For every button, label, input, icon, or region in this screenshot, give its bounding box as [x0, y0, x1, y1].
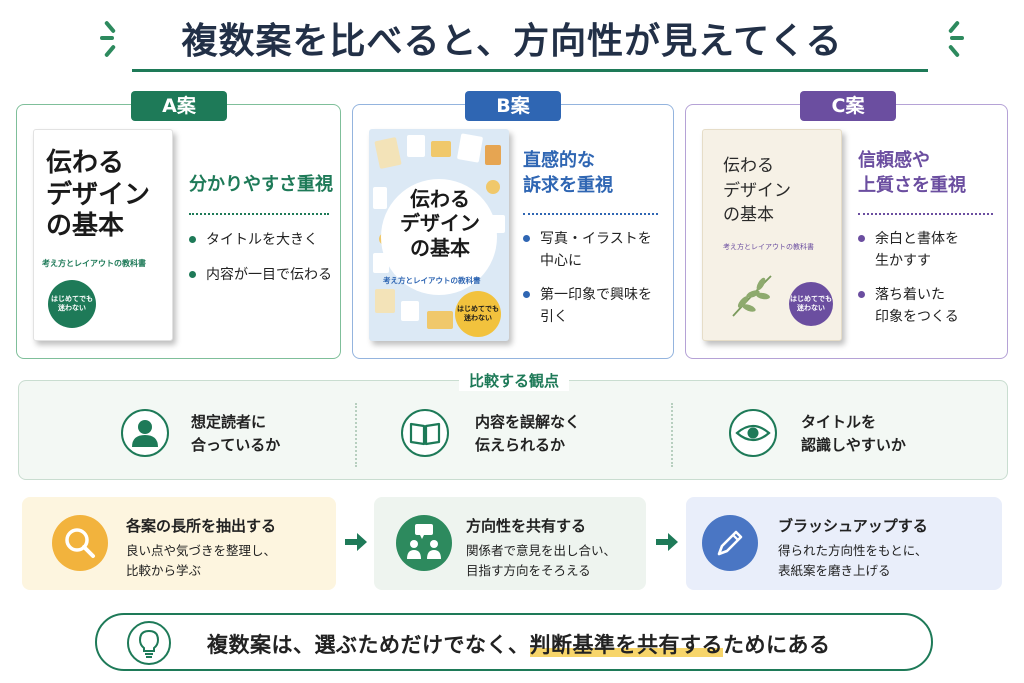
- person-icon: [121, 409, 169, 457]
- conclusion-text: 複数案は、選ぶためだけでなく、判断基準を共有するためにある: [207, 633, 831, 657]
- proposal-heading-c: 信頼感や 上質さを重視: [858, 150, 966, 196]
- proposal-label-c: C案: [800, 91, 896, 121]
- bullet-a-1: タイトルを大きく: [189, 230, 318, 252]
- book-badge-a: はじめてでも迷わない: [48, 280, 96, 328]
- book-badge-b: はじめてでも迷わない: [455, 291, 501, 337]
- book-cover-c: 伝わる デザイン の基本 考え方とレイアウトの教科書 はじめてでも迷わない: [702, 129, 842, 341]
- viewpoint-separator-1: [355, 403, 357, 467]
- book-subtitle-a: 考え方とレイアウトの教科書: [42, 259, 146, 268]
- book-subtitle-c: 考え方とレイアウトの教科書: [723, 243, 814, 251]
- arrow-right-icon-2: [656, 533, 678, 551]
- comparison-viewpoints: 比較する観点 想定読者に 合っているか 内容を誤解なく 伝えられるか タイトルを…: [18, 370, 1008, 480]
- viewpoint-separator-2: [671, 403, 673, 467]
- book-badge-c: はじめてでも迷わない: [789, 282, 833, 326]
- sparkle-right-2: [950, 36, 964, 40]
- bullet-b-1: 写真・イラストを中心に: [523, 229, 652, 272]
- proposal-card-a: A案 伝わる デザイン の基本 考え方とレイアウトの教科書 はじめてでも迷わない…: [16, 91, 341, 359]
- bullet-a-2: 内容が一目で伝わる: [189, 265, 332, 287]
- bullet-c-2: 落ち着いた印象をつくる: [858, 285, 959, 328]
- book-title-a: 伝わる デザイン の基本: [46, 148, 151, 242]
- book-illustrations-b: [373, 133, 505, 329]
- arrow-right-icon-1: [345, 533, 367, 551]
- book-title-b: 伝わる デザイン の基本: [400, 187, 480, 260]
- viewpoint-text-2: 内容を誤解なく 伝えられるか: [475, 413, 581, 455]
- bullet-c-1: 余白と書体を生かすす: [858, 229, 959, 272]
- step-title-2: 方向性を共有する: [466, 517, 587, 535]
- book-title-c: 伝わる デザイン の基本: [723, 156, 791, 226]
- dotted-divider-c: [858, 213, 993, 215]
- step-extract-strengths: 各案の長所を抽出する 良い点や気づきを整理し、 比較から学ぶ: [22, 497, 336, 590]
- step-share-direction: 方向性を共有する 関係者で意見を出し合い、 目指す方向をそろえる: [374, 497, 646, 590]
- page-title: 複数案を比べると、方向性が見えてくる: [181, 21, 843, 62]
- book-cover-b: 伝わる デザイン の基本 考え方とレイアウトの教科書 はじめてでも迷わない: [369, 129, 509, 341]
- team-discussion-icon: [396, 515, 452, 571]
- step-desc-3: 得られた方向性をもとに、 表紙案を磨き上げる: [778, 543, 928, 578]
- step-brush-up: ブラッシュアップする 得られた方向性をもとに、 表紙案を磨き上げる: [686, 497, 1002, 590]
- proposal-card-b: B案 伝わる デザイン の基本 考え方とレイアウトの教科書 はじめてでも迷わない: [352, 91, 674, 359]
- bullet-b-2: 第一印象で興味を引く: [523, 285, 652, 328]
- viewpoints-title: 比較する観点: [19, 370, 1009, 391]
- open-book-icon: [401, 409, 449, 457]
- book-cover-a: 伝わる デザイン の基本 考え方とレイアウトの教科書 はじめてでも迷わない: [33, 129, 173, 341]
- viewpoint-text-3: タイトルを 認識しやすいか: [801, 413, 906, 455]
- proposal-heading-b: 直感的な 訴求を重視: [523, 150, 613, 196]
- step-desc-2: 関係者で意見を出し合い、 目指す方向をそろえる: [466, 543, 617, 578]
- proposal-label-b: B案: [465, 91, 561, 121]
- magnifier-icon: [52, 515, 108, 571]
- lightbulb-icon: [127, 621, 171, 665]
- book-subtitle-b: 考え方とレイアウトの教科書: [383, 276, 481, 285]
- dotted-divider-a: [189, 213, 329, 215]
- step-title-1: 各案の長所を抽出する: [126, 517, 277, 535]
- proposal-label-a: A案: [131, 91, 227, 121]
- viewpoint-text-1: 想定読者に 合っているか: [191, 413, 281, 455]
- title-underline: [132, 69, 928, 72]
- proposal-card-c: C案 伝わる デザイン の基本 考え方とレイアウトの教科書 はじめてでも迷わない…: [685, 91, 1008, 359]
- title-area: 複数案を比べると、方向性が見えてくる: [0, 6, 1024, 72]
- pencil-icon: [702, 515, 758, 571]
- conclusion-highlight: 判断基準を共有する: [529, 633, 723, 657]
- eye-icon: [729, 409, 777, 457]
- conclusion-banner: 複数案は、選ぶためだけでなく、判断基準を共有するためにある: [95, 613, 933, 671]
- leaf-branch-icon: [732, 275, 772, 317]
- step-title-3: ブラッシュアップする: [778, 517, 928, 535]
- dotted-divider-b: [523, 213, 658, 215]
- proposal-heading-a: 分かりやすさ重視: [189, 174, 333, 195]
- step-desc-1: 良い点や気づきを整理し、 比較から学ぶ: [126, 543, 277, 578]
- sparkle-left-2: [100, 36, 114, 40]
